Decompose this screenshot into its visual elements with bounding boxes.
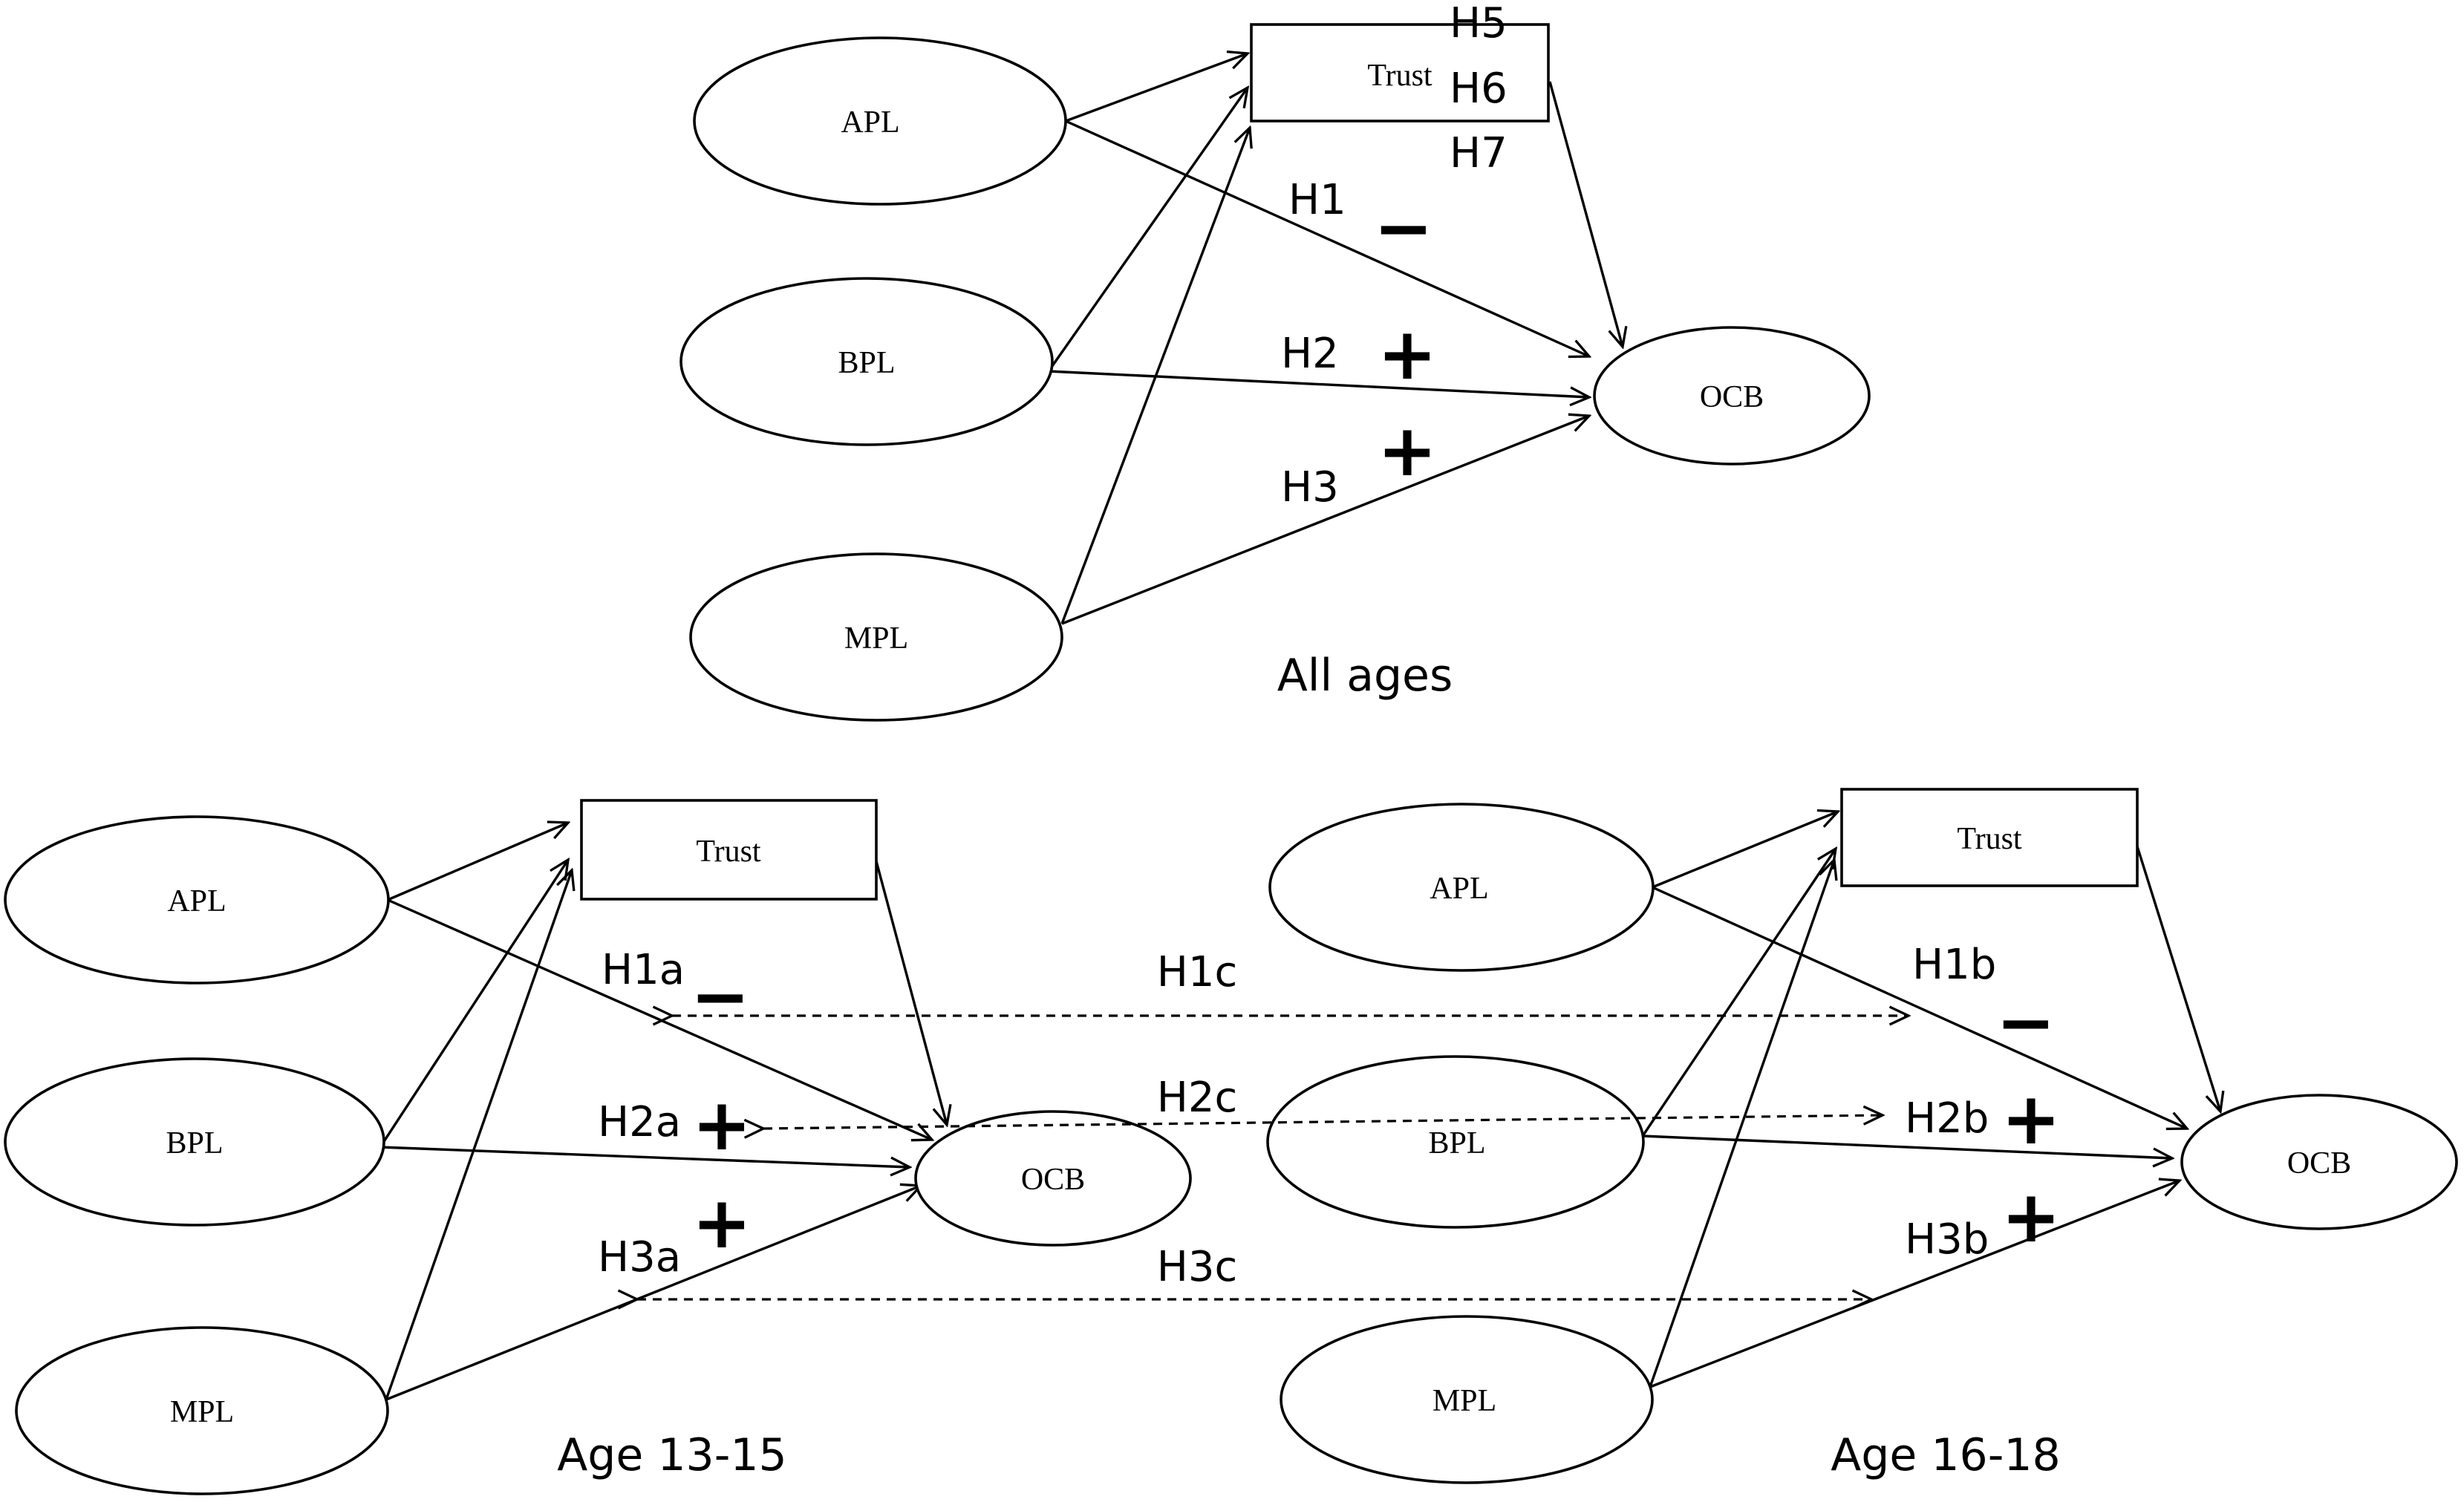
node-apl-label: APL [167, 884, 226, 918]
hypothesis-sign-h2b: + [2001, 1077, 2061, 1160]
node-mpl-label: MPL [170, 1395, 234, 1429]
hypothesis-sign-h1a: − [691, 955, 750, 1038]
node-apl: APL [1268, 803, 1655, 972]
hypothesis-label-h2b: H2b [1905, 1094, 1989, 1143]
edge-bpl-trust [379, 860, 568, 1148]
node-bpl: BPL [4, 1057, 385, 1227]
hypothesis-label-h3: H3 [1281, 463, 1339, 512]
hypothesis-sign-h2: + [1378, 313, 1437, 396]
hypothesis-label-h2a: H2a [598, 1098, 681, 1146]
node-bpl: BPL [1266, 1055, 1645, 1229]
edge-mpl-trust [1649, 860, 1834, 1388]
node-apl: APL [4, 815, 390, 985]
node-ocb: OCB [914, 1110, 1192, 1247]
edge-bpl-ocb [379, 1146, 910, 1167]
edge-trust-ocb [1548, 81, 1623, 347]
panel-age-16-18: APL BPL MPL Trust OCB H1b − H2b + H3b + … [1266, 788, 2458, 1484]
edge-apl-trust [1065, 53, 1248, 123]
node-trust-label: Trust [1957, 822, 2022, 856]
comparison-label-h3c: H3c [1157, 1243, 1238, 1291]
hypothesis-label-h6: H6 [1450, 65, 1508, 113]
hypothesis-sign-h1b: − [1996, 981, 2056, 1064]
group-comparisons: H1c H2c H3c [637, 948, 1909, 1299]
edge-bpl-trust [1641, 849, 1836, 1137]
node-mpl: MPL [689, 552, 1063, 722]
panel-caption-age-13-15: Age 13-15 [557, 1429, 786, 1481]
edge-trust-ocb [875, 861, 947, 1125]
node-apl: APL [693, 36, 1067, 206]
hypothesis-sign-h3b: + [2001, 1175, 2061, 1258]
comparison-label-h1c: H1c [1157, 948, 1238, 996]
edge-apl-trust [387, 823, 568, 901]
panel-age-13-15: APL BPL MPL Trust OCB H1a − H2a + H3a + … [4, 799, 1192, 1495]
node-mpl-label: MPL [1433, 1384, 1496, 1418]
hypothesis-sign-h3a: + [692, 1181, 752, 1264]
hypothesis-sign-h1: − [1374, 186, 1433, 270]
panel-caption-all-ages: All ages [1277, 650, 1453, 702]
node-bpl-label: BPL [838, 346, 895, 380]
node-apl-label: APL [841, 105, 899, 140]
panel-caption-age-16-18: Age 16-18 [1831, 1429, 2060, 1481]
edge-apl-trust [1652, 812, 1838, 889]
hypothesis-label-h2: H2 [1281, 330, 1339, 378]
node-apl-label: APL [1430, 872, 1488, 906]
hypothesis-label-h3a: H3a [598, 1233, 681, 1282]
hypothesis-label-h1a: H1a [602, 946, 685, 994]
hypothesis-label-h7: H7 [1450, 129, 1508, 177]
edge-apl-ocb [1652, 886, 2187, 1129]
edge-bpl-ocb [1048, 370, 1589, 397]
node-mpl: MPL [15, 1326, 389, 1495]
node-mpl-label: MPL [844, 621, 908, 656]
hypothesis-label-h3b: H3b [1905, 1215, 1989, 1264]
node-mpl: MPL [1280, 1315, 1654, 1484]
node-trust: Trust [580, 799, 878, 901]
hypothesis-label-h1: H1 [1288, 176, 1346, 224]
edge-bpl-ocb [1642, 1135, 2172, 1158]
node-bpl-label: BPL [1428, 1126, 1485, 1160]
hypothesis-label-h5: H5 [1450, 0, 1508, 48]
edge-mpl-ocb [1061, 416, 1589, 625]
node-ocb-label: OCB [2287, 1146, 2351, 1181]
node-ocb: OCB [2180, 1094, 2458, 1230]
hypothesis-sign-h3: + [1378, 409, 1437, 492]
node-bpl-label: BPL [166, 1126, 223, 1160]
hypothesis-sign-h2a: + [692, 1083, 752, 1166]
node-trust: Trust [1840, 788, 2139, 887]
edge-mpl-ocb [385, 1186, 921, 1401]
panel-all-ages: APL BPL MPL Trust OCB H5 H6 H7 H1 − H2 +… [679, 0, 1871, 722]
edge-bpl-trust [1047, 88, 1248, 372]
node-bpl: BPL [679, 277, 1054, 446]
node-trust: Trust [1250, 23, 1550, 123]
edge-mpl-trust [385, 870, 572, 1400]
node-trust-label: Trust [696, 835, 761, 869]
node-ocb: OCB [1593, 326, 1871, 466]
edge-mpl-trust [1060, 128, 1250, 624]
hypothesis-label-h1b: H1b [1912, 941, 1996, 989]
edge-mpl-ocb [1649, 1181, 2180, 1388]
comparison-label-h2c: H2c [1157, 1074, 1238, 1122]
node-ocb-label: OCB [1700, 380, 1764, 414]
edge-trust-ocb [2136, 846, 2220, 1111]
edge-apl-ocb [1065, 120, 1589, 356]
node-ocb-label: OCB [1021, 1163, 1085, 1197]
node-trust-label: Trust [1367, 59, 1433, 93]
